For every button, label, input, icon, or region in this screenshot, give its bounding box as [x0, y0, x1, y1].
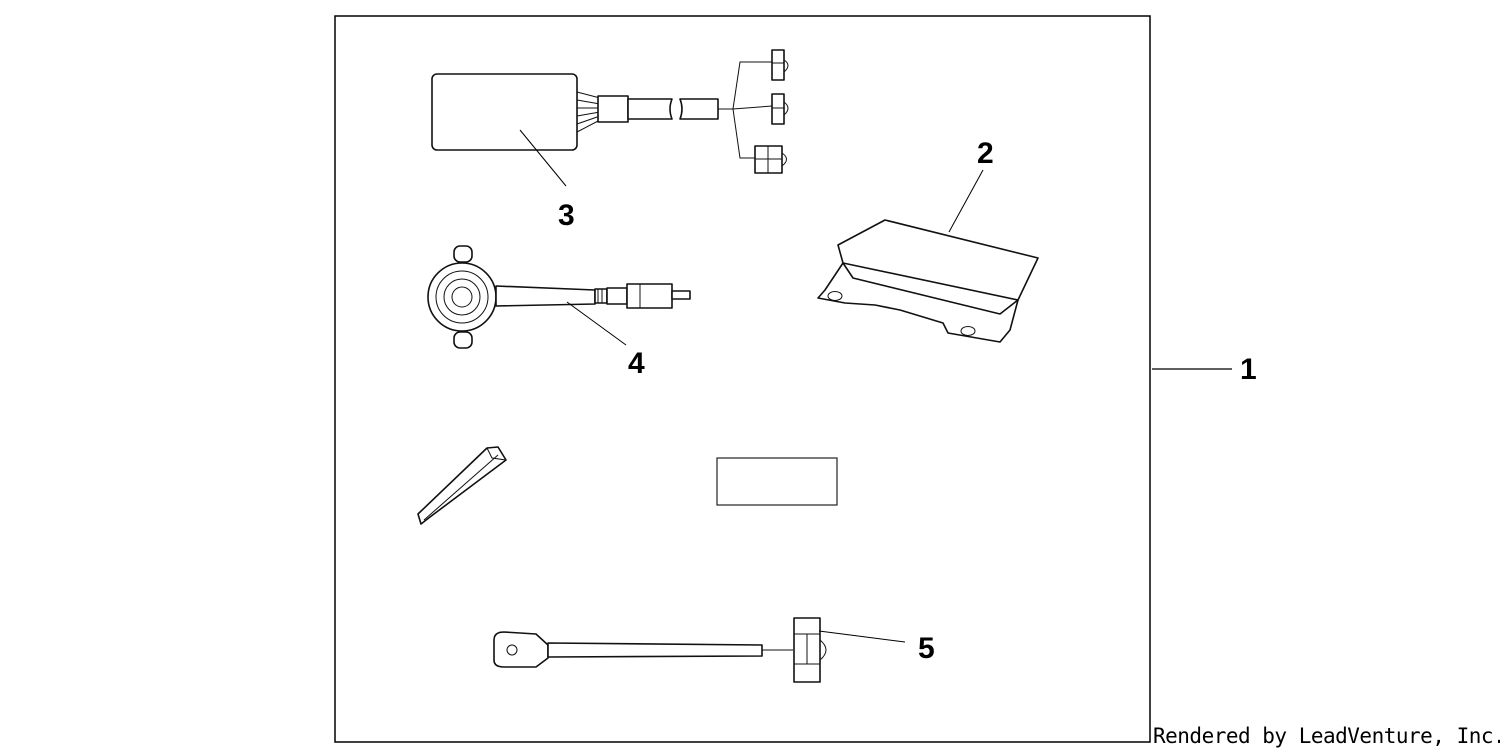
kit-frame — [334, 15, 1151, 743]
leader-line-3 — [519, 129, 567, 187]
callout-1[interactable]: 1 — [1240, 353, 1257, 386]
cable-tie[interactable] — [417, 446, 507, 525]
leader-line-2 — [948, 169, 984, 233]
render-credit: Rendered by LeadVenture, Inc. — [1153, 724, 1500, 748]
part-4-buzzer[interactable] — [427, 245, 691, 349]
label-sheet[interactable] — [716, 457, 838, 506]
part-3-control-unit[interactable] — [431, 49, 789, 174]
callout-4[interactable]: 4 — [628, 347, 645, 380]
callout-3[interactable]: 3 — [558, 199, 575, 232]
callout-2[interactable]: 2 — [977, 137, 994, 170]
leader-line-4 — [566, 301, 627, 346]
callout-5[interactable]: 5 — [918, 632, 935, 665]
leader-line-5 — [818, 630, 906, 643]
part-2-bracket[interactable] — [817, 219, 1039, 343]
part-5-wire-lead[interactable] — [493, 617, 827, 683]
